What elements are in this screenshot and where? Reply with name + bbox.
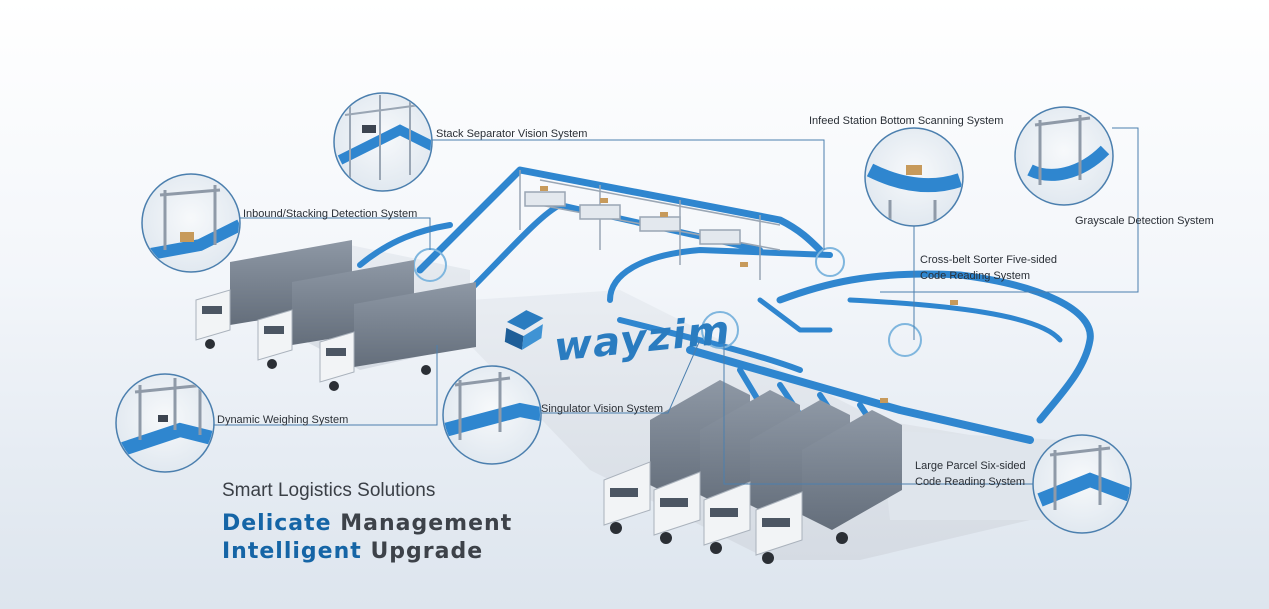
headline-line1: Delicate Management — [222, 511, 512, 536]
callout-stack-separator — [333, 92, 433, 192]
label-infeed-station: Infeed Station Bottom Scanning System — [809, 115, 1004, 127]
floor-platform-right — [880, 430, 1060, 520]
label-singulator: Singulator Vision System — [541, 403, 664, 415]
label-cross-belt-line2: Code Reading System — [920, 270, 1031, 282]
headline-line1-accent: Delicate — [222, 511, 332, 536]
label-cross-belt-sorter: Cross-belt Sorter Five-sided Code Readin… — [920, 252, 1057, 284]
conveyor-frames — [519, 170, 781, 280]
headline-line2-rest: Upgrade — [370, 539, 484, 564]
label-cross-belt-line1: Cross-belt Sorter Five-sided — [920, 254, 1057, 266]
headline-line2-accent: Intelligent — [222, 539, 362, 564]
callout-infeed-station — [864, 127, 964, 227]
wayzim-logo-mark — [504, 310, 544, 350]
label-stack-separator: Stack Separator Vision System — [436, 128, 588, 140]
callout-dynamic-weighing — [115, 373, 215, 473]
headline-line2: Intelligent Upgrade — [222, 539, 483, 564]
callout-singulator — [442, 365, 542, 465]
tagline: Smart Logistics Solutions — [222, 480, 436, 501]
callout-inbound-stacking — [141, 173, 241, 273]
headline-line1-rest: Management — [340, 511, 513, 536]
label-large-parcel: Large Parcel Six-sided Code Reading Syst… — [915, 458, 1026, 490]
trucks-left — [195, 240, 476, 391]
leader-lines — [214, 127, 1139, 485]
label-grayscale: Grayscale Detection System — [1075, 215, 1214, 227]
callout-grayscale — [1014, 106, 1114, 206]
label-large-parcel-line1: Large Parcel Six-sided — [915, 460, 1026, 472]
trucks-bottom — [603, 380, 902, 564]
label-inbound-stacking: Inbound/Stacking Detection System — [243, 208, 418, 220]
label-dynamic-weighing: Dynamic Weighing System — [217, 414, 349, 426]
parcels — [540, 186, 958, 403]
label-large-parcel-line2: Code Reading System — [915, 476, 1026, 488]
callout-large-parcel — [1032, 434, 1132, 534]
